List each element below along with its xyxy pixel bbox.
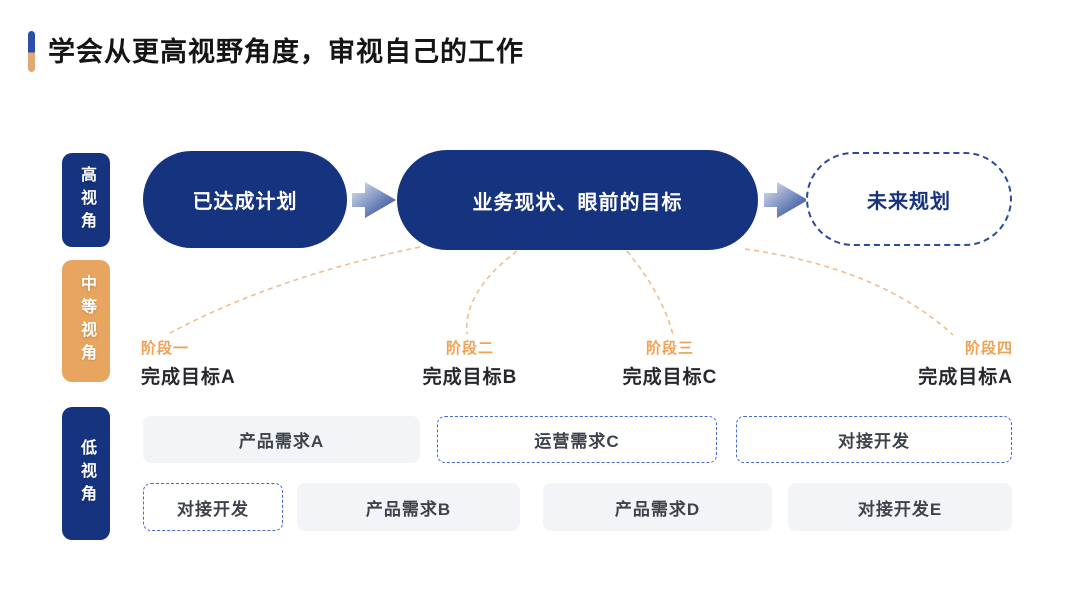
stage-item-2: 阶段二 完成目标B	[390, 337, 550, 389]
perspective-label-low: 低视角	[62, 407, 110, 540]
task-box-ops-need-c: 运营需求C	[437, 416, 717, 463]
task-box-dev-handoff-2: 对接开发	[143, 483, 283, 531]
stage-label: 阶段一	[141, 340, 190, 357]
task-box-product-need-b: 产品需求B	[297, 483, 520, 531]
pill-future-plan: 未来规划	[806, 152, 1012, 246]
task-box-dev-handoff-e: 对接开发E	[788, 483, 1012, 531]
perspective-label-mid: 中等视角	[62, 260, 110, 382]
pill-achieved-plan: 已达成计划	[143, 151, 347, 248]
stage-item-4: 阶段四 完成目标A	[853, 337, 1013, 389]
stage-item-1: 阶段一 完成目标A	[141, 337, 301, 389]
pill-current-status-goal: 业务现状、眼前的目标	[397, 150, 758, 250]
title-accent-bar	[28, 31, 35, 72]
stage-goal-label: 完成目标C	[622, 367, 718, 388]
stage-goal-label: 完成目标A	[141, 367, 236, 388]
stage-label: 阶段四	[964, 340, 1013, 357]
stage-label: 阶段三	[645, 340, 694, 357]
perspective-label-high: 高视角	[62, 153, 110, 247]
stage-item-3: 阶段三 完成目标C	[590, 337, 750, 389]
arrow-right-icon	[764, 182, 808, 218]
task-box-dev-handoff: 对接开发	[736, 416, 1012, 463]
stage-goal-label: 完成目标B	[422, 367, 518, 388]
task-box-product-need-a: 产品需求A	[143, 416, 420, 463]
arrow-right-icon	[352, 182, 396, 218]
task-box-product-need-d: 产品需求D	[543, 483, 772, 531]
page-title: 学会从更高视野角度，审视自己的工作	[48, 37, 524, 67]
stage-goal-label: 完成目标A	[918, 367, 1013, 388]
stage-label: 阶段二	[445, 340, 494, 357]
